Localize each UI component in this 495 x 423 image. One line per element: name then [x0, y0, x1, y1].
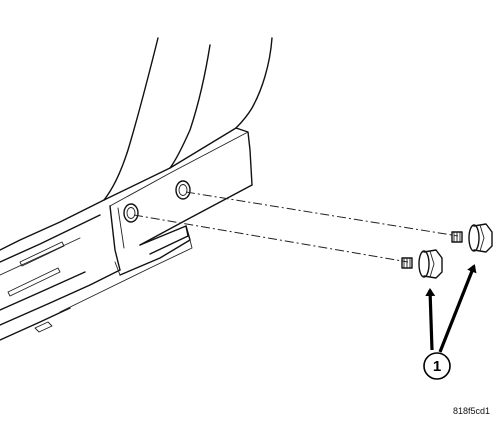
callout-number: 1 — [433, 358, 441, 375]
callout-marker: 1 — [423, 352, 451, 380]
bolt-upper — [451, 223, 493, 253]
installation-lines — [133, 191, 459, 263]
bolt-lower — [401, 249, 443, 279]
figure-id: 818f5cd1 — [453, 406, 490, 416]
body-panel — [0, 37, 273, 341]
callout-arrows — [425, 264, 477, 353]
